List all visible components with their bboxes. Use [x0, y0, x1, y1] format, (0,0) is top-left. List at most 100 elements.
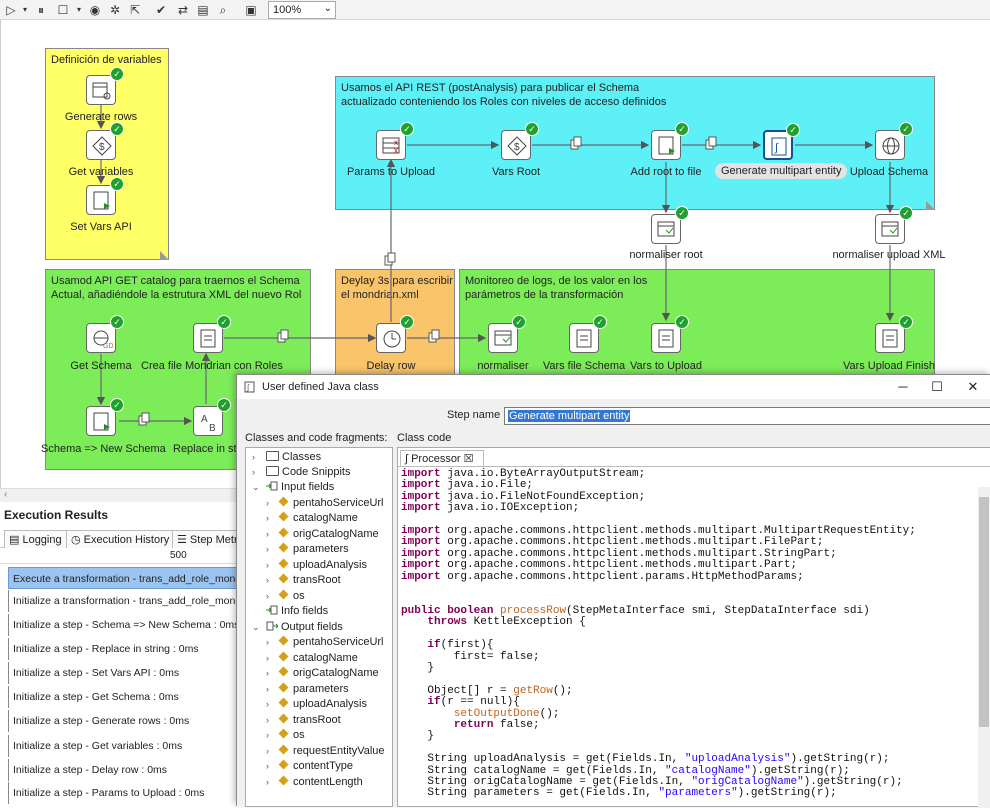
- list-item[interactable]: Initialize a step - Get Schema : 0ms: [8, 686, 240, 708]
- tree-output-item[interactable]: ›requestEntityValue: [266, 744, 385, 757]
- sql-icon[interactable]: ▤: [197, 3, 209, 17]
- step-label: Get Schema: [70, 360, 132, 372]
- close-icon[interactable]: ☒: [460, 453, 474, 465]
- tree-output-fields[interactable]: ⌄Output fields: [252, 621, 343, 633]
- zoom-select[interactable]: 100%⌄: [268, 1, 336, 19]
- code-vertical-scrollbar[interactable]: [978, 487, 990, 808]
- list-item[interactable]: Initialize a step - Get variables : 0ms: [8, 735, 240, 757]
- list-item[interactable]: Initialize a step - Schema => New Schema…: [8, 614, 240, 636]
- list-item[interactable]: Initialize a step - Params to Upload : 0…: [8, 782, 240, 804]
- tree-input-item[interactable]: ›os: [266, 589, 305, 602]
- tree-output-item[interactable]: ›pentahoServiceUrl: [266, 635, 384, 648]
- replay-icon[interactable]: ⇱: [129, 3, 141, 17]
- step-normaliser[interactable]: ✓: [488, 315, 526, 353]
- svg-text:$: $: [514, 142, 520, 153]
- maximize-icon[interactable]: ☐: [931, 379, 943, 394]
- tree-input-item[interactable]: ›pentahoServiceUrl: [266, 496, 384, 509]
- svg-text:$: $: [99, 142, 105, 153]
- chevron-left-icon[interactable]: ‹: [4, 489, 8, 500]
- list-item[interactable]: Initialize a transformation - trans_add_…: [8, 590, 240, 612]
- run-icon[interactable]: ▷: [6, 3, 16, 17]
- preview-icon[interactable]: ◉: [89, 3, 101, 17]
- pause-icon[interactable]: ⏸: [37, 3, 44, 17]
- step-schema-new-schema[interactable]: ✓: [86, 398, 124, 436]
- tree-input-item[interactable]: ›catalogName: [266, 511, 358, 524]
- step-set-vars-api[interactable]: ✓: [86, 177, 124, 215]
- step-label: Add root to file: [630, 166, 702, 178]
- stop-options-icon[interactable]: ▾: [76, 5, 81, 14]
- note-delay[interactable]: Deylay 3s para escribir el mondrian.xml: [335, 269, 455, 375]
- tab-execution-history[interactable]: ◷ Execution History: [66, 530, 175, 548]
- field-icon: [278, 527, 289, 538]
- step-vars-to-upload[interactable]: ✓: [651, 315, 689, 353]
- debug-icon[interactable]: ✲: [109, 3, 121, 17]
- tree-output-item[interactable]: ›contentType: [266, 759, 353, 772]
- execution-results-title: Execution Results: [4, 508, 109, 522]
- hops-layer: [96, 105, 895, 426]
- note-rest[interactable]: Usamos el API REST (postAnalysis) para p…: [335, 76, 935, 210]
- tree-info-fields[interactable]: Info fields: [266, 604, 328, 619]
- close-icon[interactable]: ✕: [967, 379, 979, 394]
- note-monitoreo[interactable]: Monitoreo de logs, de los valor en los p…: [459, 269, 935, 375]
- explore-db-icon[interactable]: ⌕: [219, 3, 227, 17]
- step-name-input[interactable]: Generate multipart entity: [504, 407, 990, 425]
- dialog-titlebar[interactable]: ∫ User defined Java class ─ ☐ ✕: [237, 375, 990, 399]
- step-normaliser-upload-xml[interactable]: ✓: [875, 206, 913, 244]
- step-vars-upload-finish[interactable]: ✓: [875, 315, 913, 353]
- list-item[interactable]: Initialize a step - Replace in string : …: [8, 638, 240, 660]
- tree-output-item[interactable]: ›os: [266, 728, 305, 741]
- step-get-schema[interactable]: GD✓: [86, 315, 124, 353]
- step-crea-file-mondrian[interactable]: ✓: [193, 315, 231, 353]
- step-upload-schema[interactable]: ✓: [875, 122, 913, 160]
- transformation-canvas[interactable]: Definición de variables Usamos el API RE…: [0, 20, 990, 488]
- tree-input-item[interactable]: ›parameters: [266, 542, 349, 555]
- tree-input-item[interactable]: ›transRoot: [266, 573, 341, 586]
- tree-classes[interactable]: ›Classes: [252, 451, 322, 463]
- step-label: Set Vars API: [70, 221, 132, 233]
- tree-output-item[interactable]: ›transRoot: [266, 713, 341, 726]
- list-item[interactable]: Initialize a step - Delay row : 0ms: [8, 759, 240, 781]
- code-editor[interactable]: import java.io.ByteArrayOutputStream; im…: [398, 466, 990, 808]
- minimize-icon[interactable]: ─: [898, 379, 908, 394]
- tree-output-item[interactable]: ›parameters: [266, 682, 349, 695]
- tree-input-fields[interactable]: ⌄Input fields: [252, 481, 335, 493]
- show-results-icon[interactable]: ▣: [245, 3, 257, 17]
- tree-output-item[interactable]: ›catalogName: [266, 651, 358, 664]
- step-add-root-to-file[interactable]: ✓: [651, 122, 689, 160]
- step-vars-root[interactable]: $✓: [501, 122, 539, 160]
- step-get-variables[interactable]: $✓: [86, 122, 124, 160]
- tree-input-item[interactable]: ›uploadAnalysis: [266, 558, 367, 571]
- svg-text:∫: ∫: [246, 383, 250, 392]
- impact-icon[interactable]: ⇄: [177, 3, 189, 17]
- history-icon: ◷: [71, 534, 84, 546]
- run-options-icon[interactable]: ▾: [22, 5, 27, 14]
- step-vars-file-schema[interactable]: ✓: [569, 315, 607, 353]
- step-generate-rows[interactable]: ✓: [86, 67, 124, 105]
- tab-logging[interactable]: ▤ Logging: [4, 530, 67, 548]
- tab-step-metrics[interactable]: ☰ Step Metr: [172, 530, 240, 548]
- list-item[interactable]: Initialize a step - Generate rows : 0ms: [8, 710, 240, 732]
- tree-output-item[interactable]: ›origCatalogName: [266, 666, 379, 679]
- step-normaliser-root[interactable]: ✓: [651, 206, 689, 244]
- stop-icon[interactable]: ☐: [57, 3, 69, 17]
- dialog-title: User defined Java class: [262, 381, 379, 393]
- note-text: Monitoreo de logs, de los valor en los p…: [465, 275, 648, 301]
- tab-processor[interactable]: ∫ Processor ☒: [400, 450, 484, 466]
- tree-output-item[interactable]: ›uploadAnalysis: [266, 697, 367, 710]
- svg-text:x: x: [394, 138, 398, 147]
- list-item[interactable]: Execute a transformation - trans_add_rol…: [8, 567, 240, 589]
- step-delay-row[interactable]: ✓: [376, 315, 414, 353]
- field-icon: [278, 759, 289, 770]
- tree-code-snippits[interactable]: ›Code Snippits: [252, 466, 351, 478]
- chevron-down-icon: ⌄: [323, 3, 332, 14]
- list-item[interactable]: Initialize a step - Set Vars API : 0ms: [8, 662, 240, 684]
- tree-output-item[interactable]: ›contentLength: [266, 775, 363, 788]
- scrollbar-thumb[interactable]: [979, 497, 989, 727]
- verify-icon[interactable]: ✔: [155, 3, 167, 17]
- field-icon: [278, 728, 289, 739]
- step-generate-multipart-entity[interactable]: ∫✓: [763, 123, 800, 160]
- timeline-ruler: 500: [0, 548, 240, 564]
- tree-input-item[interactable]: ›origCatalogName: [266, 527, 379, 540]
